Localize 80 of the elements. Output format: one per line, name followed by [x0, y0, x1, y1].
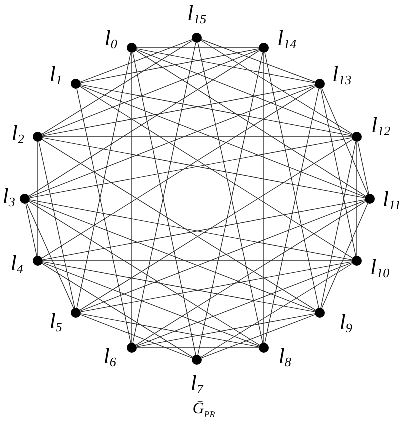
vertex-label: l$_{9}$ — [340, 311, 352, 335]
vertex-label: l$_{14}$ — [277, 27, 297, 51]
edge-line — [136, 50, 366, 197]
edge-line — [42, 40, 194, 135]
vertex-label: l$_{3}$ — [2, 185, 16, 209]
vertex-dot — [352, 256, 362, 266]
vertex-dot — [20, 194, 30, 204]
edge-line — [80, 200, 366, 312]
edge-line — [42, 84, 316, 136]
vertex-dot — [192, 33, 202, 43]
edge-line — [26, 203, 74, 309]
vertex-dot — [365, 194, 375, 204]
vertex-label: l$_{2}$ — [12, 122, 24, 146]
vertex-label: l$_{11}$ — [382, 188, 402, 212]
edge-line — [80, 314, 260, 348]
edge-line — [136, 262, 353, 347]
vertex-label: l$_{7}$ — [190, 372, 204, 396]
edge-line — [28, 201, 260, 346]
vertex-label: l$_{12}$ — [371, 114, 391, 138]
edge-line — [42, 49, 260, 136]
edge-line — [42, 139, 316, 311]
edge-line — [42, 262, 316, 312]
vertex-dot — [315, 308, 325, 318]
edge-line — [80, 84, 352, 136]
edge-line — [42, 86, 316, 259]
edge-line — [26, 204, 38, 256]
edge-line — [80, 48, 260, 84]
edge-line — [320, 142, 356, 308]
vertex-dot — [33, 132, 43, 142]
edge-line — [28, 50, 260, 197]
edge-line — [80, 39, 193, 83]
edge-line — [29, 200, 316, 312]
edge-line — [42, 136, 352, 138]
vertex-label: l$_{10}$ — [370, 256, 390, 280]
vertex-label: l$_{4}$ — [10, 252, 24, 276]
vertex-dot — [71, 79, 81, 89]
vertex-label: l$_{6}$ — [104, 345, 116, 369]
vertex-dot — [259, 343, 269, 353]
vertex-label: l$_{1}$ — [50, 63, 62, 87]
edge-line — [136, 201, 366, 346]
edge-line — [80, 314, 193, 359]
vertex-dot — [71, 308, 81, 318]
vertex-label: l$_{13}$ — [332, 63, 352, 87]
edge-line — [264, 52, 320, 308]
edge-line — [42, 262, 260, 347]
edge-line — [80, 85, 366, 198]
edge-line — [320, 88, 356, 256]
edge-line — [76, 52, 132, 308]
edge-line — [200, 40, 354, 135]
vertex-dot — [259, 43, 269, 53]
edge-line — [356, 142, 358, 256]
edge-line — [38, 142, 76, 308]
edge-line — [29, 85, 316, 198]
vertex-dot — [127, 343, 137, 353]
edge-line — [80, 262, 352, 312]
edge-line — [80, 139, 354, 311]
vertex-dot — [127, 43, 137, 53]
vertex-label: l$_{8}$ — [278, 345, 292, 369]
vertex-dot — [33, 256, 43, 266]
vertex-label: l$_{5}$ — [50, 310, 62, 334]
edge-line — [200, 263, 354, 358]
edge-line — [42, 263, 194, 358]
edge-line — [80, 86, 354, 259]
edge-line — [322, 203, 368, 309]
vertex-dot — [192, 355, 202, 365]
vertex-label: l$_{15}$ — [187, 2, 207, 26]
edge-line — [322, 88, 368, 195]
edge-line — [76, 88, 132, 344]
edge-line — [136, 314, 316, 348]
edge-line — [136, 48, 316, 84]
edge-line — [136, 50, 353, 136]
edge-line — [201, 314, 316, 359]
graph-caption: Ḡ$_{PR}$ — [192, 400, 216, 420]
edge-line — [201, 39, 316, 83]
edge-line — [42, 260, 352, 262]
edge-line — [264, 88, 320, 344]
vertex-label: l$_{0}$ — [104, 27, 118, 51]
vertex-dot — [315, 79, 325, 89]
vertex-dot — [352, 132, 362, 142]
edge-line — [358, 142, 370, 194]
